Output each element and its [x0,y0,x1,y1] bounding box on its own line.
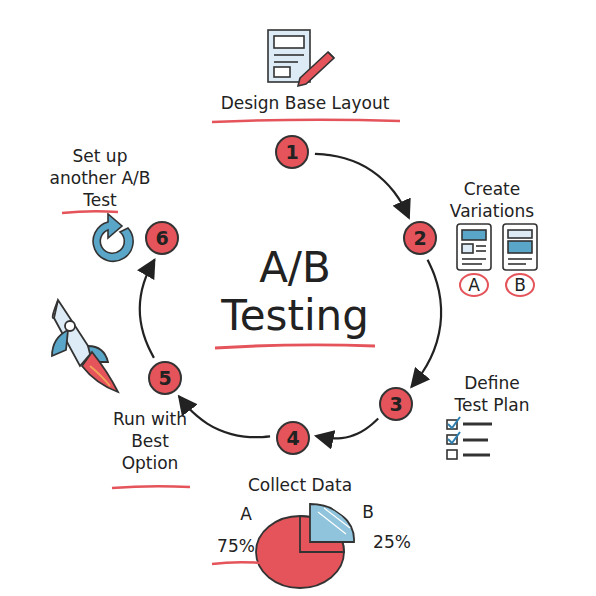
cycle-arrow [179,396,270,437]
step-label: Create Variations [436,178,548,222]
step-circle: 6Set up another A/B Test [145,221,179,255]
checklist-icon [463,454,490,457]
variation-wireframe-icon [503,224,537,270]
variation-wireframe-icon [506,274,534,296]
pie-label: A [240,504,252,524]
step-number: 3 [381,389,411,419]
rocket-illustration [52,330,68,356]
repeat-arrow-icon [93,214,133,261]
rocket-illustration [82,352,118,392]
pie-chart [310,504,354,542]
variation-wireframe-icon [457,224,491,270]
underline [212,120,400,122]
step-circle: 1Design Base Layout [275,135,309,169]
cycle-arrow [140,260,155,358]
checklist-icon [447,450,457,459]
rocket-illustration [53,300,58,318]
step-number: 6 [147,223,177,253]
rocket-illustration [90,366,110,386]
step-label: Set up another A/B Test [43,145,157,211]
step-label: Run with Best Option [101,408,199,474]
layout-sketch-icon [268,30,334,86]
cycle-arrow [315,154,409,218]
variation-wireframe-icon [462,263,482,265]
checklist-icon [463,423,492,426]
diagram-title: A/B Testing [190,244,400,341]
variation-wireframe-icon [508,241,532,253]
step-number: 1 [277,137,307,167]
checklist-icon [448,417,460,428]
step-circle: 2Create Variations [403,221,437,255]
rocket-illustration [52,300,118,392]
underline [62,211,118,213]
variation-wireframe-icon [508,258,532,260]
cycle-arrow [411,260,441,387]
pie-label: 75% [217,536,255,556]
layout-sketch-icon [298,52,334,86]
variant-letter: B [514,275,526,295]
pie-label: B [362,502,374,522]
layout-sketch-icon [274,54,304,56]
checklist-icon [448,432,460,443]
variation-wireframe-icon [476,245,486,247]
variation-wireframe-icon [476,250,486,252]
variation-wireframe-icon [508,230,532,238]
step-label: Define Test Plan [446,372,538,416]
underline [215,345,375,348]
checklist-icon [447,417,492,459]
pie-label: 25% [373,532,411,552]
rocket-illustration [54,300,92,366]
underline [212,562,262,564]
variant-letter: A [468,275,480,295]
step-label: Design Base Layout [205,92,405,114]
step-number: 4 [278,423,308,453]
variation-wireframe-icon [462,230,486,240]
rocket-illustration [65,321,75,331]
variation-wireframe-icon [462,244,473,253]
variation-wireframe-icon [457,224,537,296]
layout-sketch-icon [274,61,298,63]
variation-wireframe-icon [508,263,526,265]
variation-wireframe-icon [460,274,488,296]
step-number: 5 [150,363,180,393]
cycle-arrow [316,419,378,439]
step-number: 2 [405,223,435,253]
underline [112,486,190,488]
layout-sketch-icon [274,67,290,77]
repeat-arrow-icon [93,214,133,261]
pie-chart [256,504,354,588]
checklist-icon [463,439,488,442]
layout-sketch-icon [328,52,334,58]
step-circle: 5Run with Best Option [148,361,182,395]
step-label: Collect Data [225,474,375,496]
pie-chart [318,507,352,534]
step-circle: 3Define Test Plan [379,387,413,421]
variation-wireframe-icon [462,258,486,260]
layout-sketch-icon [274,36,304,48]
step-circle: 4Collect Data [276,421,310,455]
